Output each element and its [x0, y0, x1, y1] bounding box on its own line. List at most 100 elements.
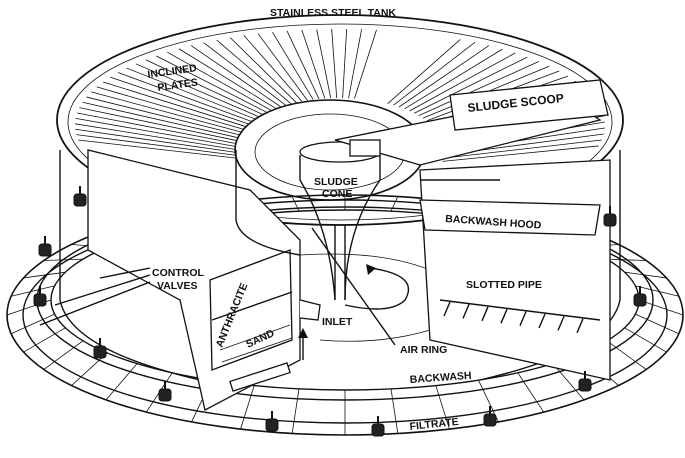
label-air-ring: AIR RING — [400, 344, 447, 356]
filter-cutaway-left — [87, 149, 301, 411]
pipe-slot — [481, 306, 489, 322]
pipe-joint — [23, 327, 66, 353]
valve-icon — [33, 286, 47, 307]
pipe-slot — [462, 304, 470, 319]
valve-icon — [633, 286, 647, 307]
label-slotted-pipe: SLOTTED PIPE — [466, 279, 542, 291]
plate-fin — [126, 67, 256, 120]
plate-fin — [342, 29, 348, 99]
sludge-scoop — [334, 79, 609, 166]
pipe-joint — [390, 388, 399, 434]
valve-icon — [578, 371, 592, 392]
pipe-joint — [435, 385, 450, 430]
plate-fin — [301, 29, 326, 99]
plate-fin — [79, 107, 237, 141]
plate-fin — [75, 128, 236, 153]
label-inlet: INLET — [322, 316, 353, 328]
plate-fin — [167, 51, 272, 111]
plate-fin — [77, 112, 236, 144]
label-backwash: BACKWASH — [409, 370, 472, 386]
inlet-pipe — [298, 299, 321, 360]
flow-arrow-head — [366, 264, 376, 275]
plate-fin — [145, 59, 264, 116]
label-control-1: CONTROL — [152, 267, 204, 279]
pipe-joint — [606, 258, 647, 261]
plate-fin — [91, 91, 242, 133]
plate-fin — [103, 81, 247, 128]
valve-icon — [38, 236, 52, 257]
plate-fin — [76, 134, 236, 156]
label-control-2: VALVES — [157, 280, 197, 292]
label-sludge-cone-1: SLUDGE — [314, 176, 358, 188]
pipe-joint — [43, 258, 84, 261]
pipe-joint — [10, 313, 55, 335]
pipe-joint — [11, 285, 55, 297]
plate-fin — [243, 35, 303, 102]
pipe-slot — [538, 313, 546, 329]
pipe-joint — [105, 363, 138, 401]
plate-fin — [272, 31, 314, 100]
plate-fin — [409, 52, 516, 112]
plate-fin — [135, 63, 260, 118]
pipe-slot — [576, 318, 584, 334]
pipe-joint — [606, 340, 647, 370]
plate-fin — [86, 96, 240, 136]
pipe-slot — [443, 301, 451, 317]
plate-fin — [190, 45, 282, 108]
control-valves-group — [33, 186, 647, 437]
valve-icon — [483, 406, 497, 427]
plate-fin — [442, 145, 599, 162]
pipe-slot — [557, 316, 565, 331]
plate-fin — [117, 72, 253, 122]
label-sludge-cone-2: CONE — [322, 188, 352, 200]
pipe-slot — [500, 308, 508, 324]
label-tank: STAINLESS STEEL TANK — [270, 7, 396, 19]
pipe-joint — [552, 363, 585, 401]
pipe-joint — [635, 285, 679, 297]
plate-fin — [331, 29, 338, 99]
plate-fin — [155, 55, 268, 113]
plate-fin — [178, 48, 277, 110]
pipe-joint — [635, 313, 680, 335]
plate-fin — [443, 139, 602, 159]
valve-icon — [158, 381, 172, 402]
pipe-joint — [624, 271, 667, 279]
plate-fin — [286, 30, 320, 100]
label-filtrate: FILTRATE — [409, 416, 459, 433]
pipe-joint — [624, 327, 667, 353]
plate-fin — [75, 117, 236, 147]
pipe-joint — [240, 385, 255, 430]
pipe-joint — [43, 340, 84, 370]
plate-fin — [74, 123, 236, 150]
leader-lines — [39, 227, 396, 346]
plate-fin — [418, 61, 539, 116]
plate-fin — [398, 45, 490, 108]
plate-fin — [203, 42, 287, 106]
plate-fin — [354, 29, 377, 99]
valve-icon — [93, 338, 107, 359]
plate-fin — [348, 29, 363, 99]
pipe-joint — [390, 196, 399, 212]
pipe-joint — [23, 271, 66, 279]
filter-cutaway-right — [419, 159, 611, 381]
plate-fin — [387, 39, 461, 104]
plate-fin — [82, 101, 239, 139]
plate-fin — [257, 33, 308, 101]
plate-fin — [110, 76, 250, 125]
pipe-joint — [291, 196, 300, 212]
plate-fin — [404, 48, 503, 110]
valve-icon — [73, 186, 87, 207]
plate-fin — [96, 86, 244, 130]
valve-icon — [603, 206, 617, 227]
valve-icon — [265, 411, 279, 432]
pipe-joint — [291, 388, 300, 434]
plate-fin — [78, 139, 237, 159]
plate-fin — [229, 37, 297, 103]
pipe-slot — [519, 311, 527, 326]
plate-fin — [316, 29, 332, 99]
valve-icon — [371, 416, 385, 437]
plate-fin — [216, 39, 292, 105]
label-inclined-2: PLATES — [157, 76, 199, 94]
